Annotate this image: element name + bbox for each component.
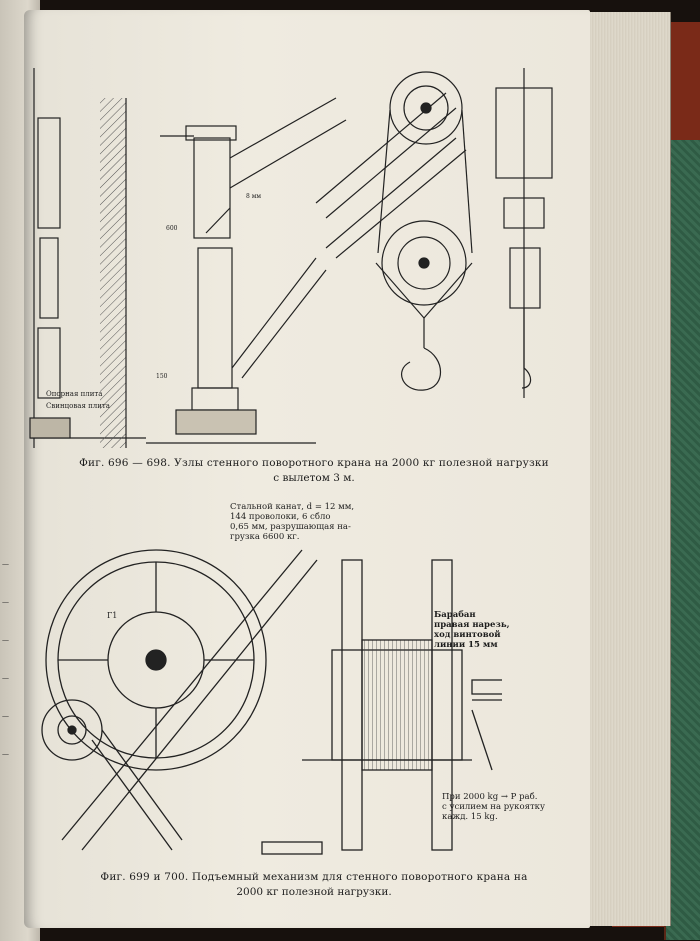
- caption-top: Фиг. 696 — 698. Узлы стенного поворотног…: [54, 456, 574, 486]
- drum-note-line3: ход винтовой: [434, 630, 501, 640]
- dimension-600: 600: [166, 225, 178, 232]
- figure-crane-nodes: Опорная плита Свинцовая плита 600 150 8 …: [26, 58, 586, 458]
- force-note-line2: с усилием на рукоятку: [442, 802, 545, 812]
- lead-plate-label: Свинцовая плита: [46, 402, 110, 410]
- force-note-line3: кажд. 15 kg.: [442, 812, 498, 822]
- rope-note: Стальной канат, d = 12 мм, 144 проволоки…: [230, 502, 354, 542]
- force-note-line1: При 2000 kg → P раб.: [442, 792, 538, 802]
- drum-note: Барабан правая нарезь, ход винтовой лини…: [434, 610, 510, 650]
- caption-bottom-line2: 2000 кг полезной нагрузки.: [236, 886, 392, 898]
- figure-hoist-mechanism: Г1: [32, 530, 502, 860]
- hoist-mechanism-drawing: Г1: [41, 549, 502, 855]
- rope-note-line1: Стальной канат, d = 12 мм,: [230, 502, 355, 512]
- dimension-150: 150: [156, 373, 168, 380]
- rope-note-line4: грузка 6600 кг.: [230, 532, 300, 542]
- rope-note-line3: 0,65 мм, разрушающая на-: [230, 522, 351, 532]
- caption-bottom: Фиг. 699 и 700. Подъемный механизм для с…: [54, 870, 574, 900]
- rope-note-line2: 144 проволоки, 6 сбло: [230, 512, 331, 522]
- drum-note-line4: линии 15 мм: [434, 640, 498, 650]
- previous-page-text-fragments: ——————: [2, 560, 9, 758]
- caption-top-line2: с вылетом 3 м.: [273, 472, 355, 484]
- drum-note-line1: Барабан: [434, 610, 476, 620]
- dimension-8mm: 8 мм: [246, 193, 261, 200]
- caption-top-line1: Фиг. 696 — 698. Узлы стенного поворотног…: [79, 457, 549, 469]
- wheel-label: Г1: [107, 611, 117, 620]
- book-page: Опорная плита Свинцовая плита 600 150 8 …: [24, 10, 590, 928]
- force-note: При 2000 kg → P раб. с усилием на рукоят…: [442, 792, 545, 822]
- crane-nodes-drawing: Опорная плита Свинцовая плита 600 150 8 …: [29, 68, 553, 448]
- page-block-edge: [586, 12, 671, 926]
- support-plate-label: Опорная плита: [46, 390, 102, 398]
- caption-bottom-line1: Фиг. 699 и 700. Подъемный механизм для с…: [100, 871, 528, 883]
- drum-note-line2: правая нарезь,: [434, 620, 510, 630]
